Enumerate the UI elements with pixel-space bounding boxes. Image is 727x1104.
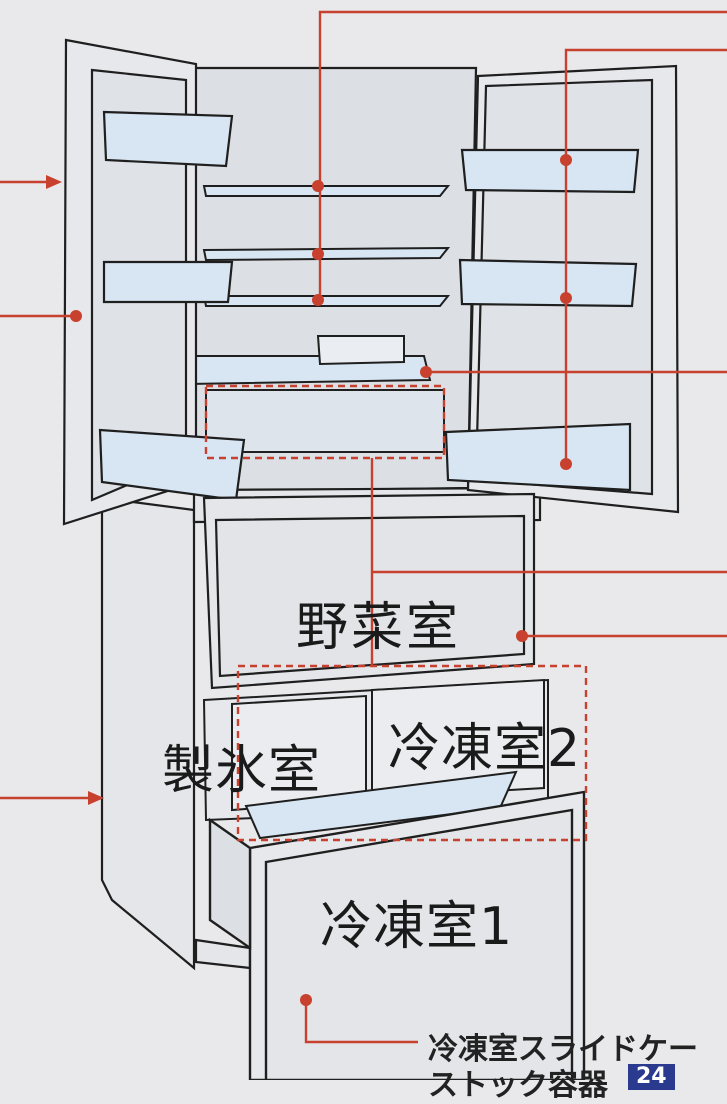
leader-dots [70,154,572,1006]
dashed-highlights [204,384,588,842]
arrowheads [46,175,104,805]
page-reference-badge: 24 [628,1064,675,1090]
refrigerator-diagram [0,10,727,1080]
freezer-1-label: 冷凍室1 [320,897,514,957]
interior-shelves [186,185,451,453]
right-door [444,64,680,514]
left-door [62,38,246,526]
slide-case-caption: 冷凍室スライドケー [428,1032,698,1067]
ice-freezer2-area [202,678,549,840]
vegetable-drawer [202,492,536,690]
ice-room-label: 製氷室 [162,741,322,801]
leader-lines [0,10,727,1044]
freezer-2-label: 冷凍室2 [388,719,582,779]
stock-container-caption: ストック容器 [428,1068,608,1103]
freezer1-drawer [208,790,586,1080]
vegetable-room-label: 野菜室 [296,598,462,658]
